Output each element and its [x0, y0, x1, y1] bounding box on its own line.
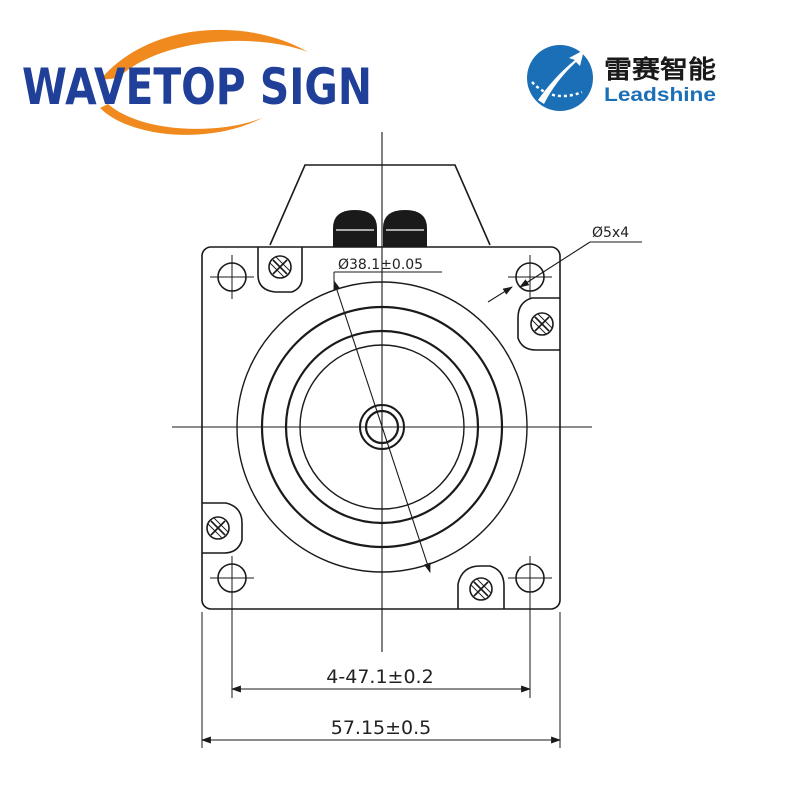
pilot-diameter-dimension-line: [333, 280, 431, 573]
pilot-diameter-label: Ø38.1±0.05: [338, 257, 423, 273]
cable-connector-icon: [333, 210, 427, 247]
connector-housing: [269, 164, 491, 246]
flange-width-label: 57.15±0.5: [331, 717, 432, 739]
screw-boss-right: [517, 297, 560, 351]
partner-name-en: Leadshine: [604, 85, 716, 106]
logo-swoosh-icon: [100, 29, 308, 80]
wavetop-logo: WAVETOP SIGN: [22, 29, 372, 135]
leadshine-arrow-icon: [538, 50, 584, 104]
hole-spacing-label: 4-47.1±0.2: [326, 666, 433, 688]
screw-boss-bottom: [457, 565, 505, 609]
screw-boss-left: [202, 502, 243, 554]
screw-boss-top-left: [257, 247, 303, 293]
motor-drawing: [172, 132, 642, 748]
mount-hole-top-left: [210, 255, 254, 299]
mount-holes-label: Ø5x4: [592, 225, 629, 241]
brand-name: WAVETOP SIGN: [22, 58, 372, 116]
logo-underline-swoosh-icon: [100, 104, 262, 135]
mount-hole-leader-arrow: [519, 241, 591, 288]
partner-name-cn: 雷赛智能: [604, 55, 716, 84]
mount-hole-top-right: [508, 255, 552, 299]
mount-hole-bottom-left: [210, 556, 254, 600]
flange-outline: [201, 246, 561, 610]
mount-hole-bottom-right: [508, 556, 552, 600]
leadshine-logo: 雷赛智能 Leadshine: [527, 45, 716, 111]
mount-hole-leader-tail: [487, 286, 513, 303]
